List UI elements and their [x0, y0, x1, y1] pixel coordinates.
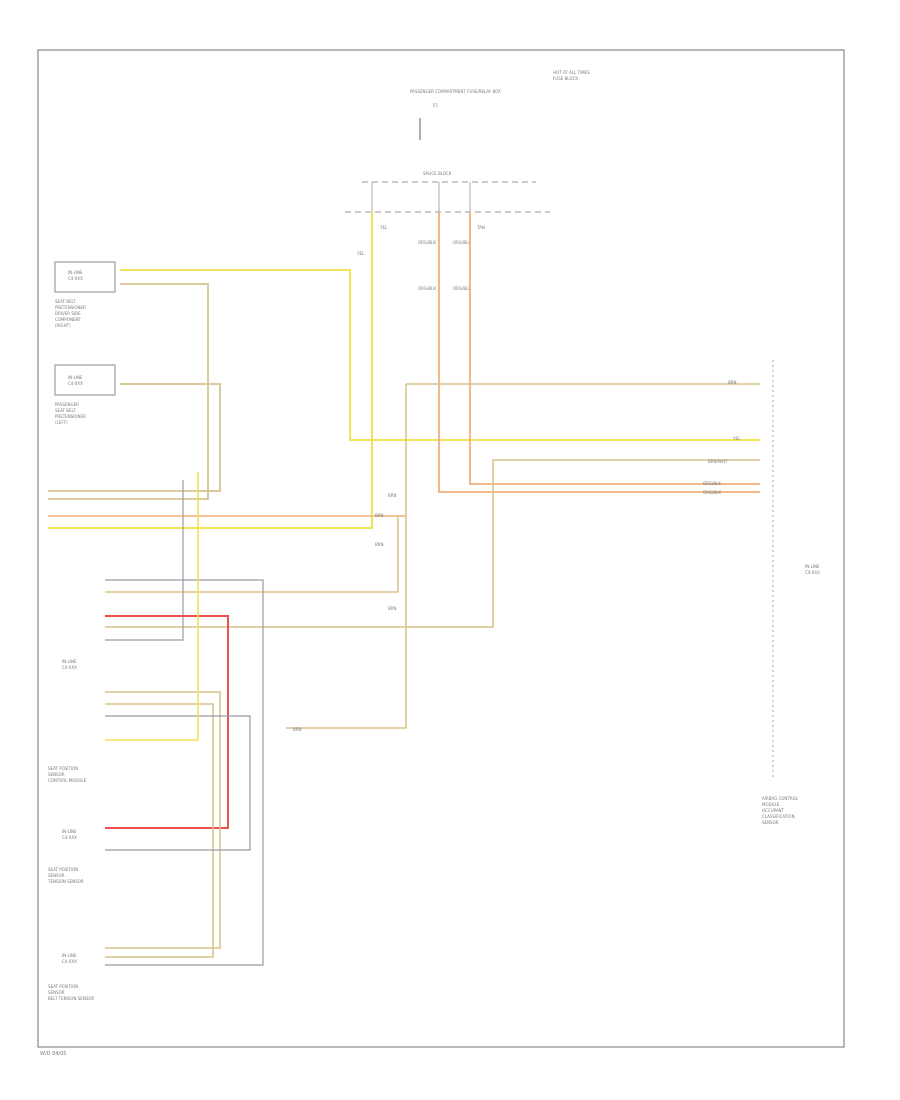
- wire-label-org-3: ORG/BLK: [418, 286, 436, 291]
- wire-label-org-1: ORG/BLK: [418, 240, 436, 245]
- connector-mid-left: [54, 364, 116, 396]
- wire-tan-mid: [105, 516, 399, 593]
- wire-tan-lower: [105, 459, 760, 628]
- wire-tan-1: [48, 283, 209, 500]
- wire-label-org-right-1: ORG/BLK: [703, 481, 721, 486]
- wire-label-yel-right: YEL: [732, 436, 741, 441]
- wire-yel-splice: [48, 212, 373, 529]
- wire-yel-top: [120, 269, 760, 441]
- diagram-frame: [37, 49, 845, 1048]
- wire-label-brn-right: BRN: [728, 380, 737, 385]
- wire-tan-sensor-2: [105, 703, 214, 958]
- wire-label-yel-top: YEL: [379, 225, 388, 230]
- wire-gray-box: [105, 579, 264, 966]
- wire-label-brn-mid-2: BRN: [375, 513, 384, 518]
- wire-label-org-right-2: ORG/BLK: [703, 490, 721, 495]
- wire-gray-loop: [105, 480, 184, 641]
- wire-label-brn-mid: BRN: [388, 493, 397, 498]
- splice-block-label: SPLICE BLOCK: [423, 171, 452, 176]
- wire-tan-sensor-1: [105, 691, 221, 949]
- footer-code: W/D 04/05: [40, 1051, 66, 1057]
- wire-label-tan-top: TAN: [476, 225, 485, 230]
- wire-tan-vertical: [286, 384, 407, 729]
- wire-label-brn-lower: BRN: [293, 727, 302, 732]
- wire-gray-sensor: [105, 715, 251, 851]
- wire-label-brn-mid-4: BRN: [388, 606, 397, 611]
- wire-yel-lower: [105, 472, 199, 741]
- wire-org-1: [438, 212, 760, 493]
- wire-red: [105, 615, 229, 829]
- wire-tan-2: [48, 383, 221, 492]
- wire-label-org-4: ORG/BLK: [453, 286, 471, 291]
- wire-org-2: [469, 212, 760, 485]
- junction-box-label: PASSENGER COMPARTMENT FUSE/RELAY BOX: [410, 89, 501, 94]
- fuse-block-label: FUSE BLOCK: [553, 76, 578, 81]
- wire-label-brn-mid-3: BRN: [375, 542, 384, 547]
- hot-at-all-times-label: HOT AT ALL TIMES: [553, 70, 590, 75]
- fuse-label: F5: [433, 103, 438, 108]
- wire-label-brn-wht-right: BRN/WHT: [708, 459, 728, 464]
- wire-label-org-2: ORG/BLK: [453, 240, 471, 245]
- connector-top-left: [54, 261, 116, 293]
- wire-label-yel-left: YEL: [356, 251, 365, 256]
